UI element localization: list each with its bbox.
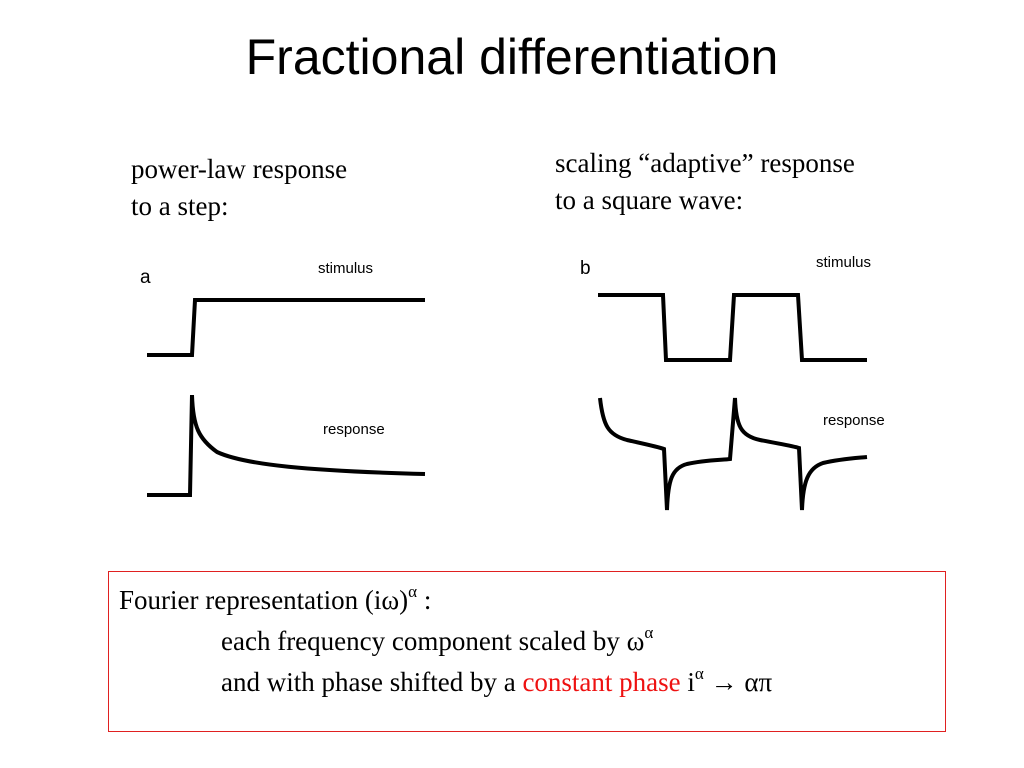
fourier-line-3: and with phase shifted by a constant pha…: [221, 662, 772, 703]
panel-a-diagram: a stimulus response: [140, 260, 426, 497]
right-caption: scaling “adaptive” response to a square …: [555, 145, 855, 219]
panel-b-stimulus-trace: [598, 293, 867, 362]
fourier-box: Fourier representation (iω)α : each freq…: [108, 571, 946, 732]
right-arrow-icon: →: [703, 667, 745, 697]
right-caption-line-2: to a square wave:: [555, 185, 744, 215]
panel-a-label: a: [140, 267, 151, 288]
panel-b-response-trace: [598, 397, 868, 511]
fourier-line-2-text: each frequency component scaled by ω: [221, 626, 645, 656]
panel-b-stimulus-label: stimulus: [816, 254, 871, 271]
fourier-line-3-result: απ: [744, 667, 773, 697]
panel-a-stimulus-trace: [147, 298, 425, 357]
panel-b-diagram: b stimulus response: [580, 254, 885, 511]
fourier-line-3-text: and with phase shifted by a: [221, 667, 523, 697]
left-caption: power-law response to a step:: [131, 151, 347, 225]
left-caption-line-2: to a step:: [131, 191, 229, 221]
fourier-line-1-text: Fourier representation (iω): [119, 585, 409, 615]
panel-a-response-trace: [147, 394, 426, 497]
panel-b-label: b: [580, 258, 591, 279]
fourier-line-2-exponent: α: [644, 623, 654, 642]
fourier-line-1: Fourier representation (iω)α :: [119, 580, 431, 621]
panel-a-stimulus-label: stimulus: [318, 260, 373, 277]
constant-phase-highlight: constant phase: [522, 667, 681, 697]
fourier-line-3-i: i: [680, 667, 695, 697]
fourier-line-3-exponent: α: [694, 664, 704, 683]
panel-b-response-label: response: [823, 412, 885, 429]
fourier-line-1-exponent: α: [408, 582, 418, 601]
fourier-line-1-tail: :: [417, 585, 432, 615]
panel-a-response-label: response: [323, 421, 385, 438]
slide-title: Fractional differentiation: [245, 29, 779, 85]
left-caption-line-1: power-law response: [131, 154, 348, 184]
fourier-line-2: each frequency component scaled by ωα: [221, 621, 653, 662]
right-caption-line-1: scaling “adaptive” response: [555, 148, 855, 178]
